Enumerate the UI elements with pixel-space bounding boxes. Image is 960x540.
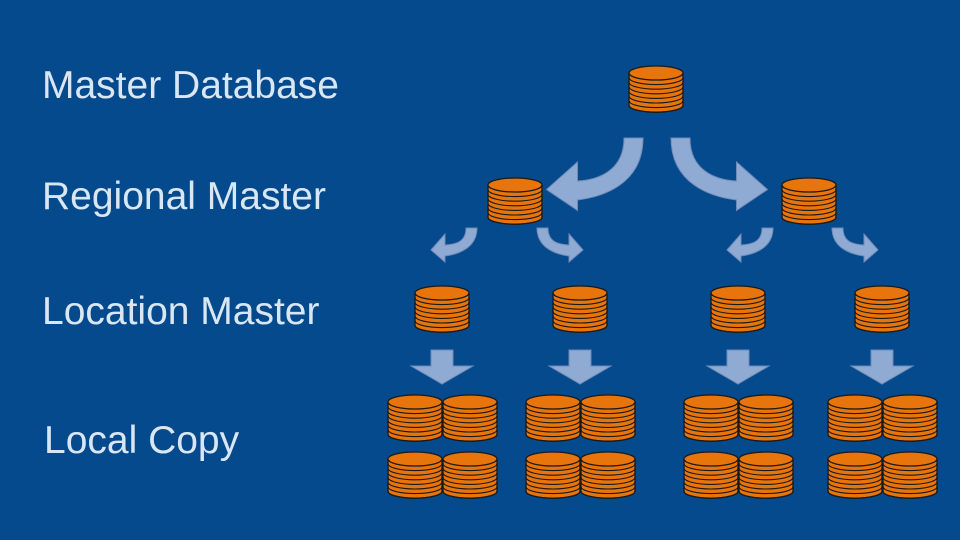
regional-master-right-icon [781,177,837,225]
local-copy-icon-g4-top-1 [827,394,883,442]
local-copy-icon-g1-bottom-2 [442,451,498,499]
local-copy-icon-g2-top-1 [525,394,581,442]
local-copy-icon-g4-top-2 [882,394,938,442]
local-copy-icon-g1-top-2 [442,394,498,442]
local-copy-icon-g2-bottom-1 [525,451,581,499]
label-local-copy: Local Copy [44,419,240,462]
master-database-icon [628,65,684,113]
curved-arrow-regional-left-b [536,227,584,264]
curved-arrow-master-left [545,137,644,212]
down-arrow-icon-4 [849,349,915,385]
location-master-icon-2 [552,285,608,333]
label-master-database: Master Database [42,64,339,107]
local-copy-icon-g4-bottom-2 [882,451,938,499]
down-arrow-icon-3 [705,349,771,385]
local-copy-icon-g3-bottom-2 [738,451,794,499]
curved-arrow-regional-right-a [726,227,774,264]
local-copy-icon-g4-bottom-1 [827,451,883,499]
local-copy-icon-g1-bottom-1 [387,451,443,499]
down-arrow-icon-2 [547,349,613,385]
down-arrow-icon-1 [409,349,475,385]
location-master-icon-3 [710,285,766,333]
local-copy-icon-g3-top-2 [738,394,794,442]
label-location-master: Location Master [42,290,320,333]
local-copy-icon-g2-bottom-2 [580,451,636,499]
local-copy-icon-g3-top-1 [683,394,739,442]
local-copy-icon-g2-top-2 [580,394,636,442]
location-master-icon-4 [854,285,910,333]
label-regional-master: Regional Master [42,175,326,218]
curved-arrow-master-right [670,137,769,212]
local-copy-icon-g1-top-1 [387,394,443,442]
regional-master-left-icon [487,177,543,225]
curved-arrow-regional-left-a [430,227,478,264]
local-copy-icon-g3-bottom-1 [683,451,739,499]
location-master-icon-1 [414,285,470,333]
curved-arrow-regional-right-b [831,227,879,264]
